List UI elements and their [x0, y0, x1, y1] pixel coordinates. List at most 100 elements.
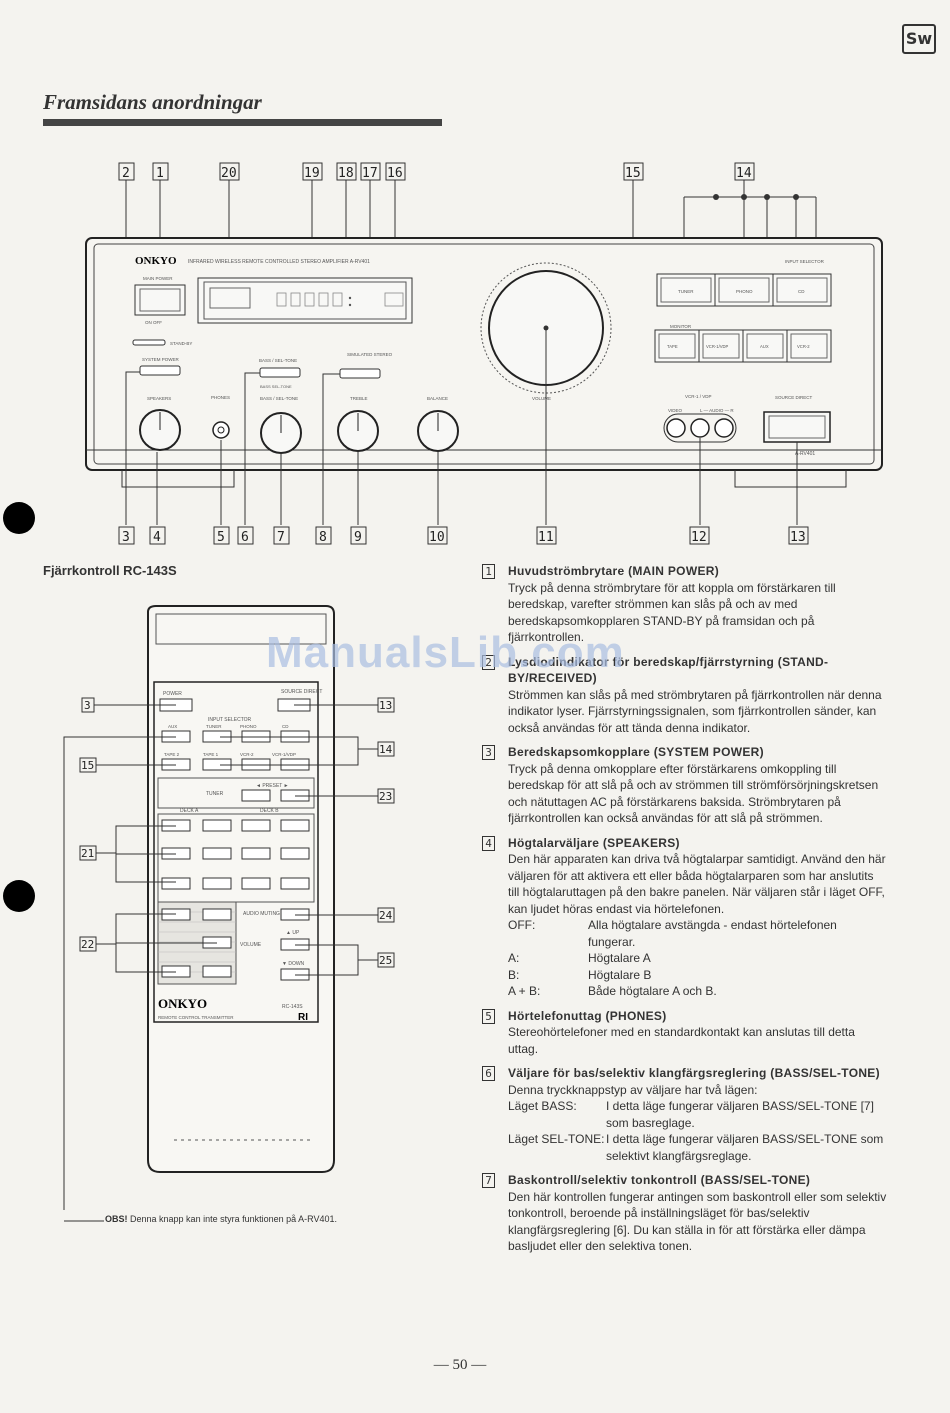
- svg-text:23: 23: [379, 790, 392, 803]
- svg-text:15: 15: [81, 759, 94, 772]
- svg-text:BASS SEL-TONE: BASS SEL-TONE: [260, 384, 292, 389]
- svg-text:◄ PRESET ►: ◄ PRESET ►: [256, 783, 289, 789]
- svg-text:MAIN POWER: MAIN POWER: [143, 276, 173, 281]
- remote-section-title: Fjärrkontroll RC-143S: [43, 563, 177, 578]
- callout-7: 7: [273, 526, 290, 545]
- remote-brand-logo: ONKYO: [158, 996, 207, 1011]
- svg-text:SYSTEM POWER: SYSTEM POWER: [142, 357, 180, 362]
- svg-text:A-RV401: A-RV401: [795, 451, 815, 457]
- svg-text:VCR-1 / VDP: VCR-1 / VDP: [685, 394, 712, 399]
- callout-8: 8: [315, 526, 332, 545]
- remote-callout-24: 24: [377, 907, 395, 923]
- svg-text:RI: RI: [298, 1012, 308, 1023]
- svg-text:SOURCE DIRECT: SOURCE DIRECT: [281, 689, 322, 695]
- svg-text:BASS / SEL-TONE: BASS / SEL-TONE: [260, 396, 298, 401]
- entry-6: 6 Väljare för bas/selektiv klangfärgsreg…: [482, 1065, 887, 1164]
- svg-text:DECK B: DECK B: [260, 808, 279, 814]
- remote-callout-13: 13: [377, 697, 395, 713]
- phones-jack: [212, 421, 230, 439]
- svg-text:13: 13: [790, 530, 806, 545]
- callout-6: 6: [237, 526, 254, 545]
- svg-text:MONITOR: MONITOR: [670, 324, 692, 329]
- svg-text:STAND-BY: STAND-BY: [170, 341, 192, 346]
- svg-text:TUNER: TUNER: [206, 724, 222, 729]
- svg-text:BALANCE: BALANCE: [427, 396, 448, 401]
- svg-text:21: 21: [81, 847, 94, 860]
- svg-text:AUDIO MUTING: AUDIO MUTING: [243, 911, 280, 917]
- entry-7: 7 Baskontroll/selektiv tonkontroll (BASS…: [482, 1172, 887, 1255]
- page-title: Framsidans anordningar: [43, 90, 262, 114]
- amp-model-line: INFRARED WIRELESS REMOTE CONTROLLED STER…: [188, 259, 370, 265]
- punch-hole: [3, 880, 35, 912]
- video-jack: [666, 418, 686, 438]
- svg-text:3: 3: [84, 699, 91, 712]
- svg-text:RC-143S: RC-143S: [282, 1004, 303, 1010]
- callout-16: 16: [385, 162, 406, 181]
- svg-text:20: 20: [221, 166, 237, 181]
- svg-text:9: 9: [354, 530, 362, 545]
- punch-hole: [3, 502, 35, 534]
- svg-text:12: 12: [691, 530, 707, 545]
- callout-10: 10: [427, 526, 448, 545]
- svg-text:3: 3: [122, 530, 130, 545]
- callout-15: 15: [623, 162, 644, 181]
- callout-4: 4: [149, 526, 166, 545]
- svg-text:17: 17: [362, 166, 378, 181]
- svg-text:13: 13: [379, 699, 392, 712]
- svg-text:VCR-1/VDP: VCR-1/VDP: [706, 344, 729, 349]
- svg-text:5: 5: [217, 530, 225, 545]
- remote-callout-21: 21: [79, 845, 97, 861]
- callout-18: 18: [336, 162, 357, 181]
- obs-note: OBS! Denna knapp kan inte styra funktion…: [105, 1214, 337, 1224]
- bass-sel-tone-switch: [259, 367, 301, 378]
- amplifier-front-panel-diagram: 2 1 20 19 18 17 16 15 14 ONKYO INFRARED …: [85, 162, 883, 545]
- obs-leader: [64, 1220, 104, 1222]
- svg-text:TAPE 2: TAPE 2: [164, 752, 180, 757]
- svg-text:24: 24: [379, 909, 393, 922]
- svg-text:SPEAKERS: SPEAKERS: [147, 396, 171, 401]
- remote-callout-15: 15: [79, 757, 97, 773]
- callout-2: 2: [118, 162, 135, 181]
- svg-text:AUX: AUX: [760, 344, 769, 349]
- svg-text:8: 8: [319, 530, 327, 545]
- svg-text:2: 2: [122, 166, 130, 181]
- remote-callout-14: 14: [377, 741, 395, 757]
- svg-text:PHONES: PHONES: [211, 395, 230, 400]
- entry-2: 2 Lysdiodindikator för beredskap/fjärrst…: [482, 654, 887, 737]
- remote-callout-22: 22: [79, 936, 97, 952]
- page-number: — 50 —: [433, 1357, 487, 1373]
- svg-text:19: 19: [304, 166, 320, 181]
- entry-3: 3 Beredskapsomkopplare (SYSTEM POWER) Tr…: [482, 744, 887, 827]
- callout-3: 3: [118, 526, 135, 545]
- svg-text:PHONO: PHONO: [736, 289, 753, 294]
- svg-text:VCR-1/VDP: VCR-1/VDP: [272, 752, 296, 757]
- audio-r-jack: [714, 418, 734, 438]
- callout-13: 13: [788, 526, 809, 545]
- svg-text:14: 14: [736, 166, 752, 181]
- svg-text:VOLUME: VOLUME: [240, 942, 262, 948]
- svg-text:14: 14: [379, 743, 393, 756]
- language-badge: Sw: [902, 24, 936, 54]
- description-column: 1 Huvudströmbrytare (MAIN POWER) Tryck p…: [482, 563, 887, 1263]
- svg-text:▼ DOWN: ▼ DOWN: [282, 961, 305, 967]
- system-power-button: [139, 365, 181, 376]
- svg-text:4: 4: [153, 530, 161, 545]
- remote-callout-25: 25: [377, 952, 395, 968]
- svg-text:POWER: POWER: [163, 691, 182, 697]
- callout-11: 11: [536, 526, 557, 545]
- callout-20: 20: [219, 162, 240, 181]
- entry-1: 1 Huvudströmbrytare (MAIN POWER) Tryck p…: [482, 563, 887, 646]
- callout-5: 5: [213, 526, 230, 545]
- svg-text:25: 25: [379, 954, 392, 967]
- svg-text:TAPE 1: TAPE 1: [203, 752, 219, 757]
- callout-9: 9: [350, 526, 367, 545]
- callout-19: 19: [302, 162, 323, 181]
- svg-text:REMOTE CONTROL TRANSMITTER: REMOTE CONTROL TRANSMITTER: [158, 1015, 234, 1020]
- svg-text:PHONO: PHONO: [240, 724, 257, 729]
- entry-4: 4 Högtalarväljare (SPEAKERS) Den här app…: [482, 835, 887, 1000]
- svg-text:VCR-2: VCR-2: [797, 344, 810, 349]
- svg-text:TAPE: TAPE: [667, 344, 678, 349]
- svg-text:VIDEO: VIDEO: [668, 408, 683, 413]
- audio-l-jack: [690, 418, 710, 438]
- simulated-stereo-button: [339, 368, 381, 379]
